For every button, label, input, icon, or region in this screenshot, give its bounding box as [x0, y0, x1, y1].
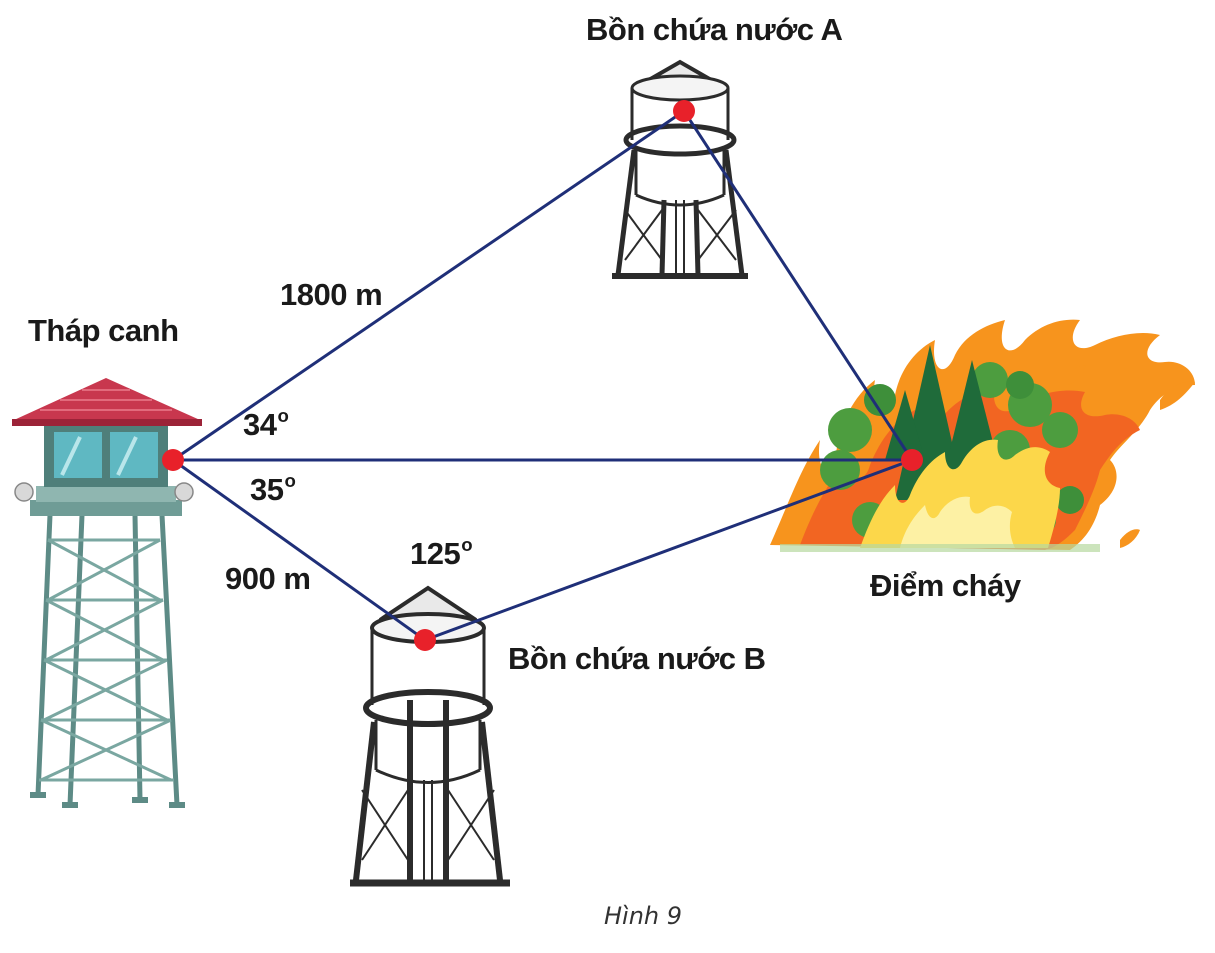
- point-tank-b: [414, 629, 436, 651]
- segment-tower-to-tank-b: [172, 458, 426, 642]
- label-angle-34: 34o: [243, 405, 289, 443]
- segment-tank-a-to-fire: [682, 110, 914, 461]
- figure-caption: Hình 9: [604, 902, 683, 930]
- label-angle-125: 125o: [410, 534, 473, 572]
- angle-34-degree: o: [277, 405, 289, 426]
- geometry-lines: [172, 109, 914, 642]
- point-fire: [901, 449, 923, 471]
- label-distance-tower-a: 1800 m: [280, 277, 383, 312]
- angle-35-degree: o: [284, 470, 296, 491]
- water-tank-a-illustration: [612, 59, 748, 279]
- label-tank-a: Bồn chứa nước A: [586, 12, 843, 47]
- geometry-points: [162, 100, 923, 651]
- point-watchtower: [162, 449, 184, 471]
- label-tank-b: Bồn chứa nước B: [508, 641, 766, 676]
- angle-35-value: 35: [250, 472, 284, 508]
- angle-34-value: 34: [243, 407, 277, 443]
- label-watchtower: Tháp canh: [28, 313, 179, 348]
- watchtower-illustration: [12, 378, 202, 808]
- fire-illustration: [770, 319, 1195, 552]
- label-distance-tower-b: 900 m: [225, 561, 311, 596]
- segment-tower-to-tank-a: [172, 109, 685, 462]
- label-fire-point: Điểm cháy: [870, 568, 1021, 603]
- label-angle-35: 35o: [250, 470, 296, 508]
- angle-125-degree: o: [461, 534, 473, 555]
- segment-tank-b-to-fire: [424, 458, 913, 642]
- point-tank-a: [673, 100, 695, 122]
- angle-125-value: 125: [410, 536, 461, 572]
